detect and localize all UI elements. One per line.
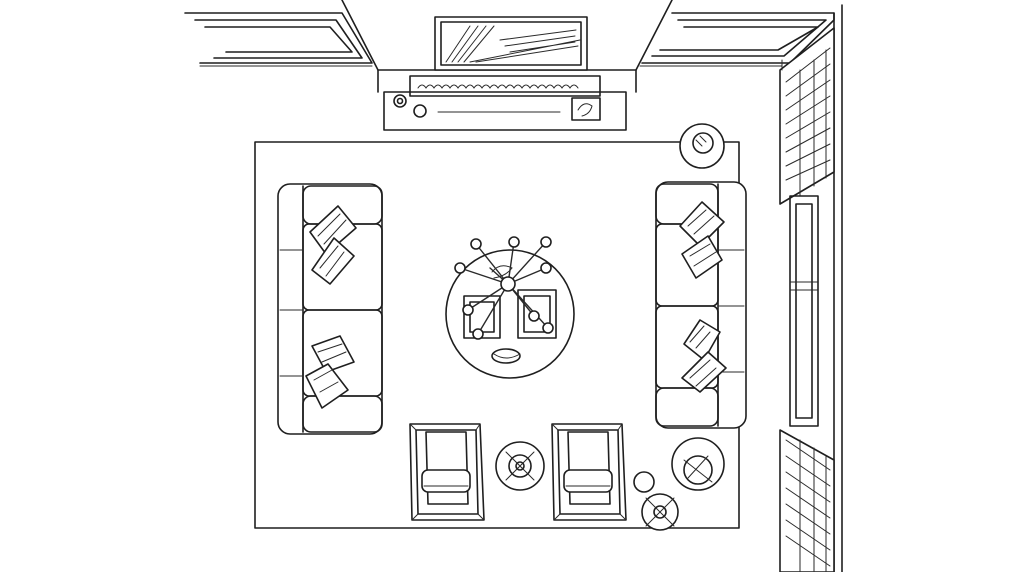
side-table-icon xyxy=(679,123,725,169)
side-table-icon xyxy=(495,441,545,491)
wall-tv-icon xyxy=(434,16,588,71)
tall-window-icon xyxy=(789,195,819,427)
curtain-icon xyxy=(779,27,835,205)
sofa-right-icon xyxy=(655,181,747,429)
window-left-icon xyxy=(184,12,373,67)
armchair-icon xyxy=(551,423,627,521)
sofa-left-icon xyxy=(277,183,383,435)
side-table-icon xyxy=(671,437,725,491)
floor-lamp-icon xyxy=(633,471,679,531)
sputnik-chandelier-icon xyxy=(454,236,554,340)
round-coffee-table-icon xyxy=(445,249,575,379)
media-console-icon xyxy=(383,75,627,131)
armchair-icon xyxy=(409,423,485,521)
curtain-icon xyxy=(779,429,835,572)
